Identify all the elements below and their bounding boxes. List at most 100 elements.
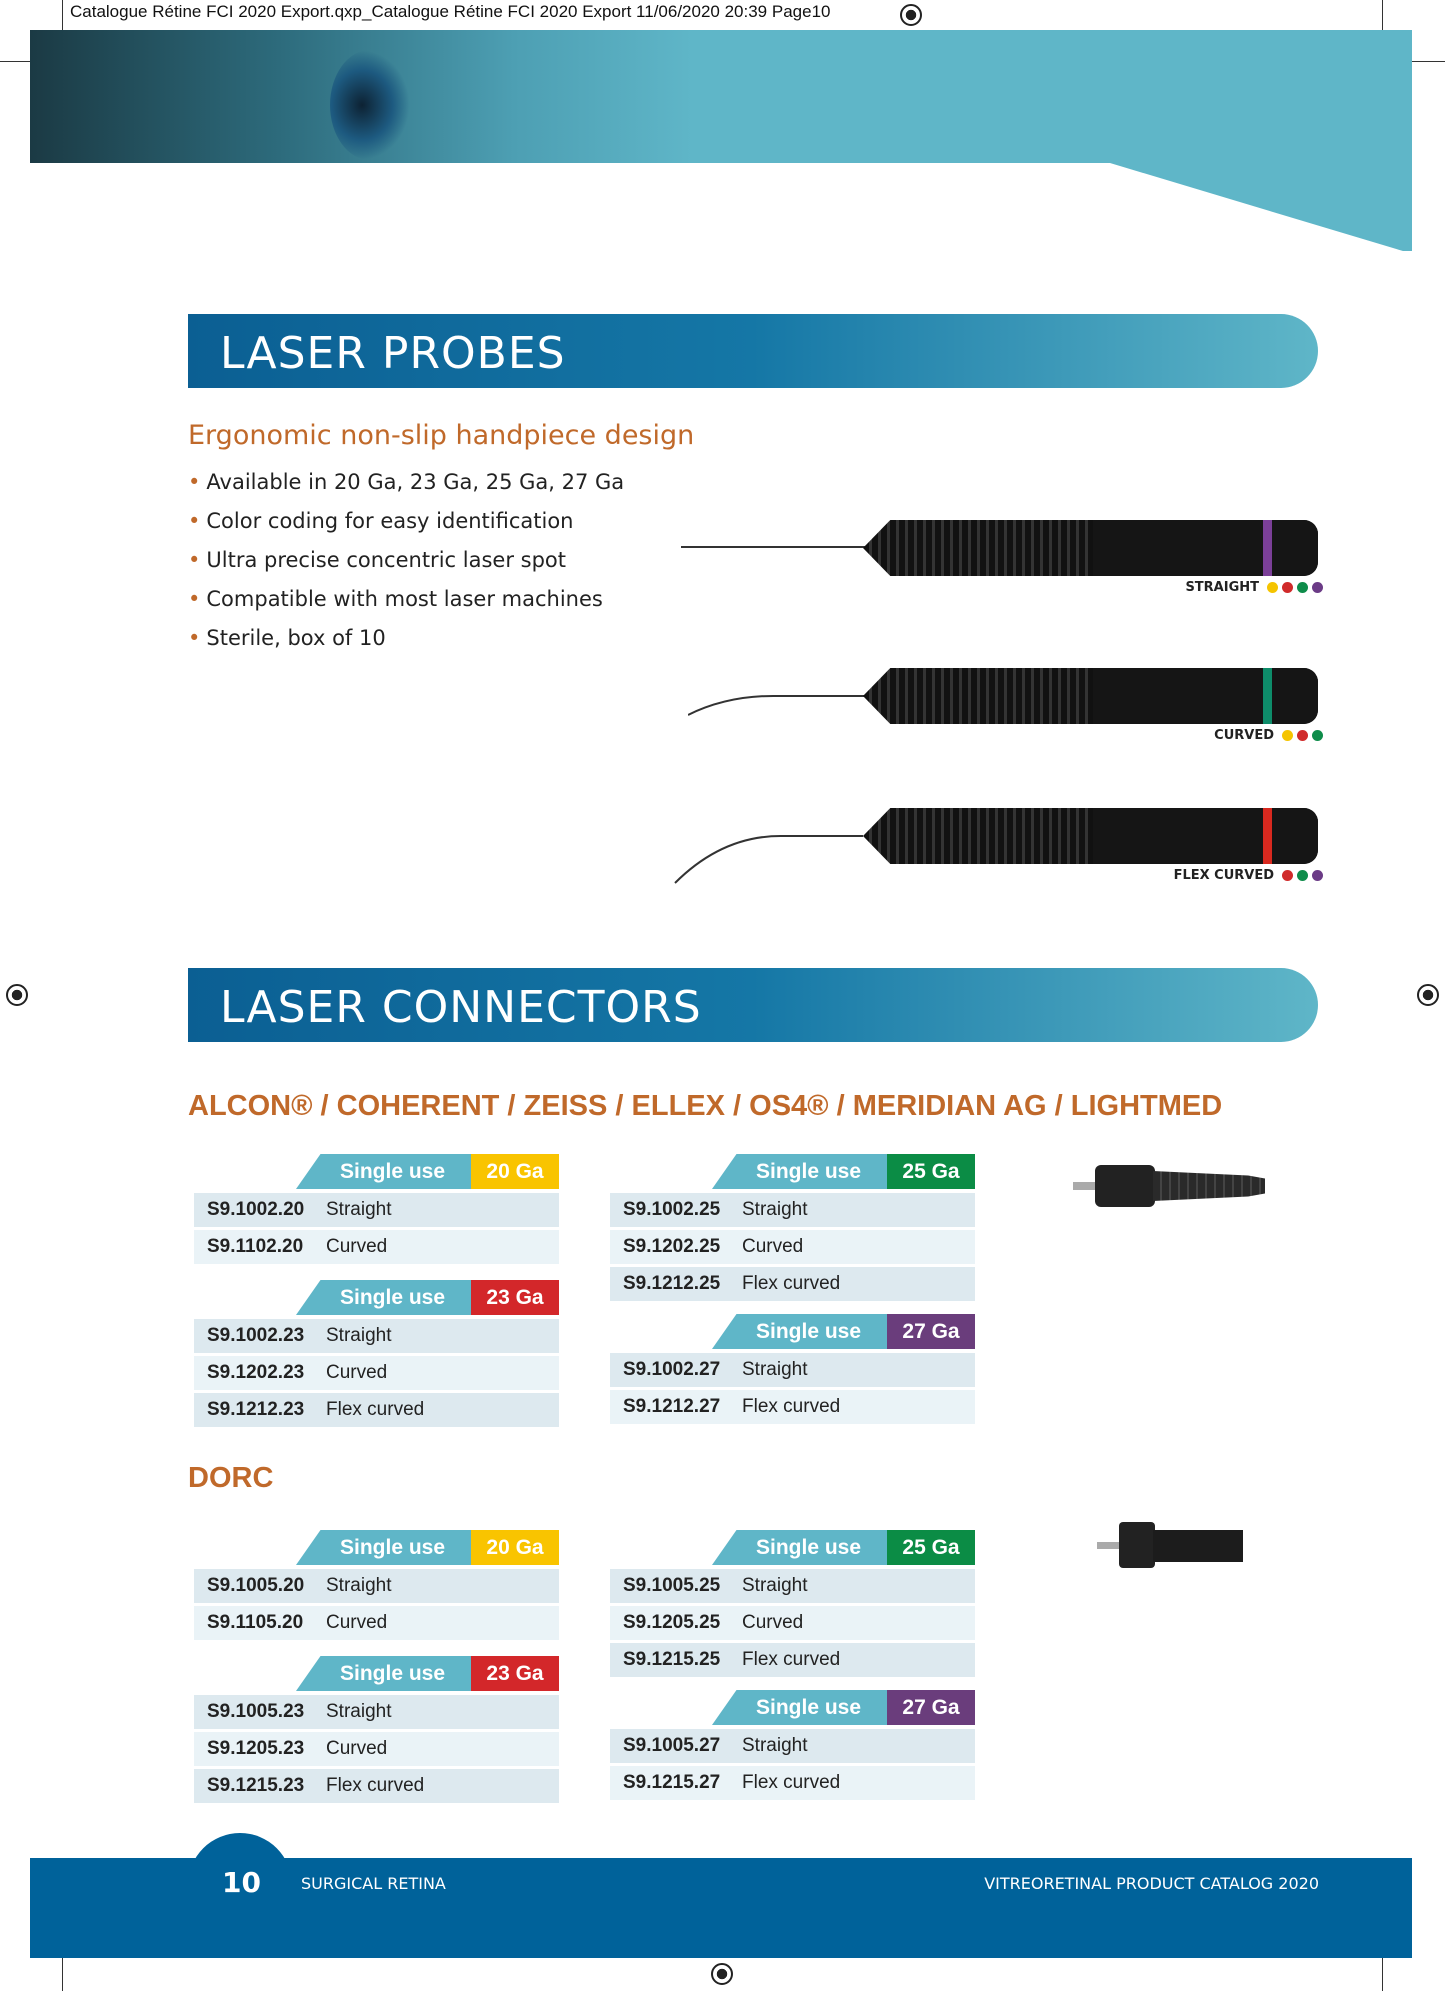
product-code: S9.1215.23 — [207, 1775, 305, 1796]
single-use-label: Single use — [755, 1695, 862, 1719]
product-type: Flex curved — [326, 1399, 425, 1420]
feature-item: Compatible with most laser machines — [188, 587, 624, 626]
feature-item: Available in 20 Ga, 23 Ga, 25 Ga, 27 Ga — [188, 470, 624, 509]
product-type: Straight — [326, 1325, 392, 1346]
product-type: Curved — [742, 1236, 804, 1257]
product-type: Straight — [326, 1199, 392, 1220]
product-code: S9.1202.23 — [207, 1362, 305, 1383]
product-type: Flex curved — [326, 1775, 425, 1796]
registration-mark-icon — [1417, 984, 1439, 1006]
product-code: S9.1215.25 — [623, 1649, 721, 1670]
probe-image: CURVED — [673, 660, 1323, 743]
feature-item: Color coding for easy identification — [188, 509, 624, 548]
product-type: Straight — [742, 1359, 808, 1380]
color-dot — [1297, 730, 1308, 741]
registration-mark-icon — [900, 4, 922, 26]
product-code: S9.1005.27 — [623, 1735, 721, 1756]
single-use-tag: Single use — [296, 1530, 471, 1565]
section-title-laser-probes: LASER PROBES — [188, 314, 1318, 388]
single-use-label: Single use — [339, 1285, 446, 1309]
feature-item: Ultra precise concentric laser spot — [188, 548, 624, 587]
page-number: 10 — [222, 1866, 261, 1899]
color-dot — [1282, 582, 1293, 593]
single-use-label: Single use — [339, 1159, 446, 1183]
probes-subtitle: Ergonomic non-slip handpiece design — [188, 420, 695, 451]
table-row: S9.1202.23 Curved — [194, 1356, 559, 1390]
table-row: S9.1215.27 Flex curved — [610, 1766, 975, 1800]
color-dot — [1312, 730, 1323, 741]
single-use-label: Single use — [755, 1319, 862, 1343]
single-use-tag: Single use — [296, 1656, 471, 1691]
product-type: Straight — [742, 1199, 808, 1220]
color-dot — [1282, 730, 1293, 741]
color-dot — [1267, 582, 1278, 593]
table-row: S9.1202.25 Curved — [610, 1230, 975, 1264]
product-code: S9.1102.20 — [207, 1236, 304, 1257]
gauge-badge: 25 Ga — [887, 1154, 975, 1189]
color-dot — [1312, 582, 1323, 593]
color-dot — [1297, 582, 1308, 593]
product-type: Straight — [742, 1735, 808, 1756]
brand-heading-dorc: DORC — [188, 1462, 274, 1494]
single-use-tag: Single use — [712, 1530, 887, 1565]
product-code: S9.1202.25 — [623, 1236, 721, 1257]
probe-image: FLEX CURVED — [673, 800, 1323, 884]
product-code: S9.1105.20 — [207, 1612, 304, 1633]
footer-section: SURGICAL RETINA — [301, 1874, 446, 1893]
product-type: Curved — [326, 1738, 388, 1759]
single-use-tag: Single use — [296, 1154, 471, 1189]
color-dot — [1312, 870, 1323, 881]
eye-image — [330, 50, 410, 160]
table-row: S9.1215.23 Flex curved — [194, 1769, 559, 1803]
file-slug: Catalogue Rétine FCI 2020 Export.qxp_Cat… — [70, 2, 831, 21]
product-type: Straight — [326, 1701, 392, 1722]
feature-item: Sterile, box of 10 — [188, 626, 624, 665]
product-code: S9.1002.27 — [623, 1359, 721, 1380]
single-use-tag: Single use — [712, 1690, 887, 1725]
gauge-badge: 23 Ga — [471, 1656, 559, 1691]
banner-corner — [1110, 163, 1412, 251]
gauge-badge: 27 Ga — [887, 1314, 975, 1349]
product-type: Curved — [326, 1362, 388, 1383]
crop-mark — [1382, 0, 1383, 30]
product-type: Curved — [326, 1236, 388, 1257]
product-code: S9.1215.27 — [623, 1772, 721, 1793]
gauge-badge: 20 Ga — [471, 1154, 559, 1189]
brand-heading-alcon: ALCON® / COHERENT / ZEISS / ELLEX / OS4®… — [188, 1090, 1223, 1122]
probe-label: STRAIGHT — [1185, 580, 1323, 595]
crop-mark — [1412, 61, 1445, 62]
product-code: S9.1005.23 — [207, 1701, 305, 1722]
table-row: S9.1212.27 Flex curved — [610, 1390, 975, 1424]
crop-mark — [0, 61, 30, 62]
gauge-badge: 25 Ga — [887, 1530, 975, 1565]
single-use-tag: Single use — [296, 1280, 471, 1315]
product-code: S9.1212.27 — [623, 1396, 721, 1417]
registration-mark-icon — [6, 984, 28, 1006]
product-type: Flex curved — [742, 1649, 841, 1670]
single-use-label: Single use — [339, 1535, 446, 1559]
product-type: Flex curved — [742, 1772, 841, 1793]
product-code: S9.1212.25 — [623, 1273, 721, 1294]
product-code: S9.1005.25 — [623, 1575, 721, 1596]
section-title-laser-connectors: LASER CONNECTORS — [188, 968, 1318, 1042]
single-use-label: Single use — [339, 1661, 446, 1685]
crop-mark — [62, 0, 63, 30]
gauge-badge: 27 Ga — [887, 1690, 975, 1725]
single-use-tag: Single use — [712, 1154, 887, 1189]
product-type: Flex curved — [742, 1396, 841, 1417]
product-type: Straight — [326, 1575, 392, 1596]
product-code: S9.1205.23 — [207, 1738, 305, 1759]
probe-label: FLEX CURVED — [1174, 868, 1323, 883]
